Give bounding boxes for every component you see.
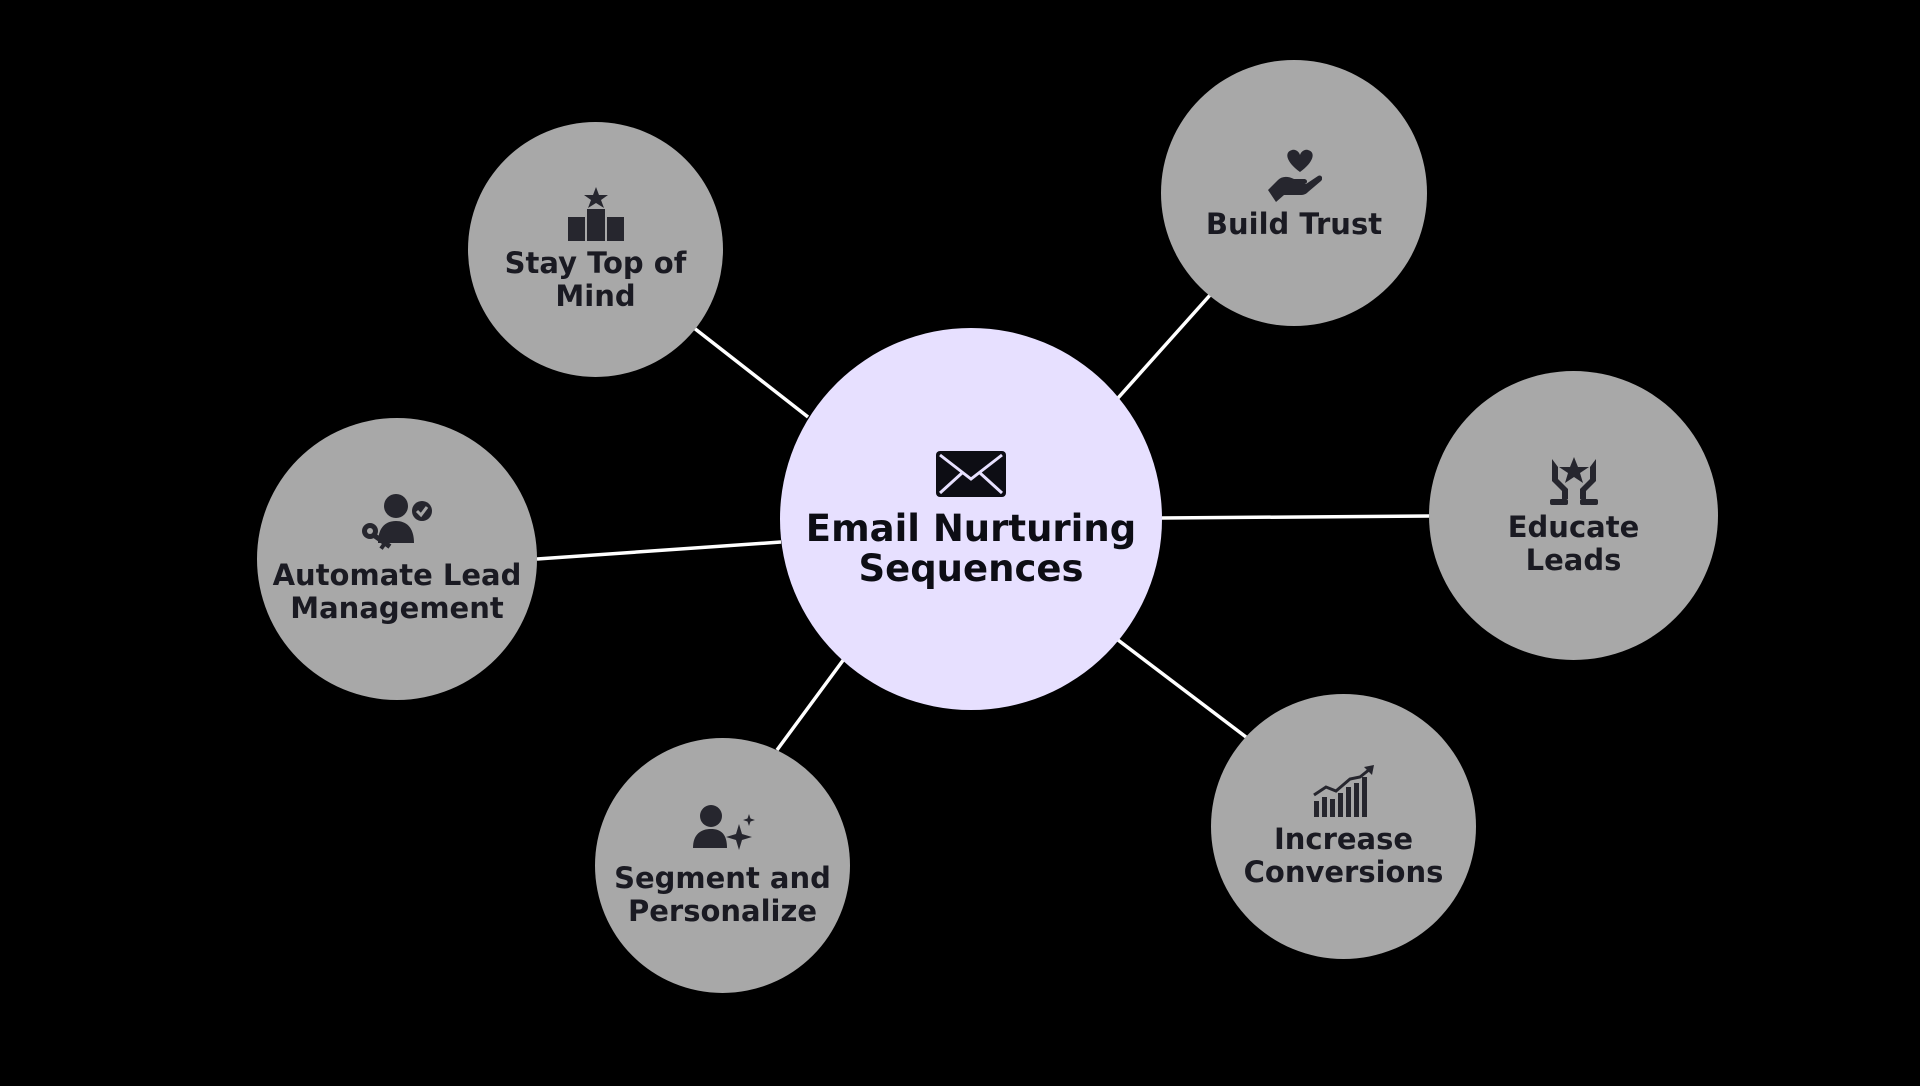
node-label: Stay Top of Mind <box>504 245 687 313</box>
connector-auto <box>536 540 782 561</box>
node-stay-top-of-mind: Stay Top of Mind <box>468 122 723 377</box>
node-label: Automate Lead Management <box>272 558 522 625</box>
node-label: Increase Conversions <box>1243 821 1444 889</box>
podium-star-icon <box>567 186 624 241</box>
connector-educ <box>1161 514 1430 520</box>
node-educate-leads: Educate Leads <box>1429 371 1718 660</box>
node-increase-conversions: Increase Conversions <box>1211 694 1476 959</box>
node-segment-and-personalize: Segment and Personalize <box>595 738 850 993</box>
user-sparkle-icon <box>692 804 755 850</box>
node-build-trust: Build Trust <box>1161 60 1427 326</box>
connector-seg <box>775 657 846 752</box>
center-node: Email Nurturing Sequences <box>780 328 1162 710</box>
hands-star-icon <box>1549 456 1598 505</box>
connector-trust <box>1116 292 1213 400</box>
node-label: Build Trust <box>1205 206 1383 241</box>
user-key-check-icon <box>362 494 432 550</box>
connector-stay <box>692 326 810 419</box>
center-label: Email Nurturing Sequences <box>805 507 1137 590</box>
heart-hand-icon <box>1268 149 1322 202</box>
connector-conv <box>1116 638 1248 739</box>
envelope-icon <box>936 451 1006 497</box>
node-label: Segment and Personalize <box>614 860 831 928</box>
growth-chart-icon <box>1312 764 1374 817</box>
node-automate-lead-management: Automate Lead Management <box>257 418 537 700</box>
node-label: Educate Leads <box>1507 509 1640 577</box>
